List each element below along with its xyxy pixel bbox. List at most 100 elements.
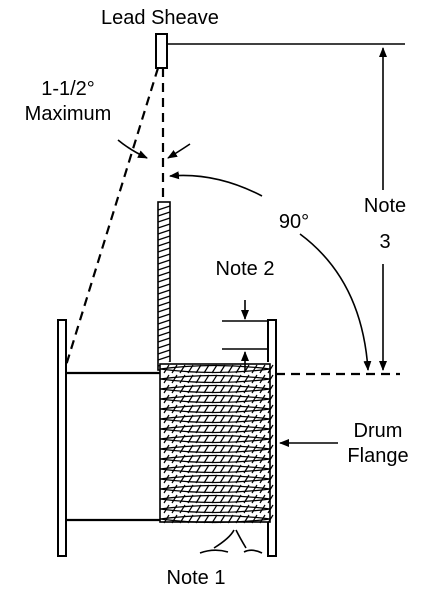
rope-strand bbox=[157, 241, 171, 247]
rope-strand bbox=[235, 494, 242, 504]
rope-strand bbox=[187, 504, 194, 514]
rope-strand bbox=[195, 444, 202, 454]
rope-strand bbox=[235, 464, 242, 474]
rope-strand bbox=[171, 504, 178, 514]
rope-strand bbox=[187, 424, 194, 434]
rope-strand bbox=[227, 434, 234, 444]
rope-strand bbox=[243, 434, 250, 444]
rope-strand bbox=[219, 484, 226, 494]
rope-strand bbox=[195, 474, 202, 484]
rope-strand bbox=[211, 494, 218, 504]
rope-strand bbox=[203, 484, 210, 494]
note-3-label-line2: 3 bbox=[379, 231, 390, 253]
rope-strand bbox=[211, 374, 218, 384]
fleet-angle-right-arrow bbox=[167, 143, 191, 159]
rope-strand bbox=[157, 235, 171, 241]
rope-strand bbox=[203, 454, 210, 464]
rope-strand bbox=[171, 394, 178, 404]
rope-strand bbox=[157, 289, 171, 295]
rope-strand bbox=[243, 504, 250, 514]
rope-wraps-outline bbox=[159, 363, 271, 523]
rope-strand bbox=[227, 414, 234, 424]
rope-strand bbox=[171, 404, 178, 414]
rope-strand bbox=[219, 444, 226, 454]
rope-strand bbox=[203, 414, 210, 424]
rope-strand bbox=[251, 364, 258, 374]
rope-strand bbox=[243, 394, 250, 404]
rope-strand bbox=[235, 424, 242, 434]
rope-strand bbox=[211, 364, 218, 374]
rope-strand bbox=[251, 474, 258, 484]
rope-strand bbox=[259, 374, 266, 384]
rope-strand bbox=[251, 414, 258, 424]
drum-flange-label-line2: Flange bbox=[347, 445, 408, 467]
rope-strand bbox=[243, 454, 250, 464]
rope-strand bbox=[163, 404, 170, 414]
rope-strand bbox=[235, 404, 242, 414]
rope-strand bbox=[227, 444, 234, 454]
rope-strand bbox=[195, 464, 202, 474]
rope-strand bbox=[171, 384, 178, 394]
rope-strand bbox=[203, 474, 210, 484]
rope-strand bbox=[243, 494, 250, 504]
rope-strand bbox=[179, 414, 186, 424]
rope-strand bbox=[187, 494, 194, 504]
rope-strand bbox=[259, 484, 266, 494]
rope-strand bbox=[187, 364, 194, 374]
rope-strand bbox=[179, 444, 186, 454]
rope-strand bbox=[251, 394, 258, 404]
rope-lead-line bbox=[157, 201, 171, 371]
rope-strand bbox=[171, 474, 178, 484]
rope-strand bbox=[227, 454, 234, 464]
rope-strand bbox=[235, 484, 242, 494]
lead-sheave-label: Lead Sheave bbox=[101, 7, 219, 29]
rope-strand bbox=[219, 414, 226, 424]
rope-strand bbox=[203, 404, 210, 414]
rope-strand bbox=[203, 394, 210, 404]
rope-strand bbox=[163, 374, 170, 384]
right-angle-arc-upper bbox=[169, 171, 263, 197]
rope-strand bbox=[211, 394, 218, 404]
rope-strand bbox=[219, 454, 226, 464]
rope-strand bbox=[211, 444, 218, 454]
rope-strand bbox=[195, 494, 202, 504]
rope-strand bbox=[227, 404, 234, 414]
rope-strand bbox=[211, 464, 218, 474]
rope-strand bbox=[235, 384, 242, 394]
rope-strand bbox=[243, 374, 250, 384]
rope-strand bbox=[171, 414, 178, 424]
rope-strand bbox=[157, 307, 171, 313]
rope-strand bbox=[187, 394, 194, 404]
rope-strand bbox=[259, 394, 266, 404]
rope-strand bbox=[235, 394, 242, 404]
rope-strand bbox=[157, 283, 171, 289]
rope-strand bbox=[163, 484, 170, 494]
rope-strand bbox=[187, 464, 194, 474]
rope-strand bbox=[157, 325, 171, 331]
rope-strand bbox=[195, 364, 202, 374]
rope-strand bbox=[227, 364, 234, 374]
note-1-label: Note 1 bbox=[167, 567, 226, 589]
rope-strand bbox=[179, 374, 186, 384]
fleet-angle-left-arrow bbox=[117, 139, 148, 159]
rope-strand bbox=[195, 404, 202, 414]
rope-strand bbox=[211, 484, 218, 494]
rope-strand bbox=[163, 394, 170, 404]
rope-strand bbox=[203, 464, 210, 474]
right-angle-arc-lower bbox=[299, 233, 372, 371]
rope-strand bbox=[187, 474, 194, 484]
rope-strand bbox=[227, 374, 234, 384]
rope-strand bbox=[187, 414, 194, 424]
rope-strand bbox=[203, 444, 210, 454]
rope-strand bbox=[163, 454, 170, 464]
rope-strand bbox=[187, 404, 194, 414]
rope-strand bbox=[163, 494, 170, 504]
rope-strand bbox=[211, 474, 218, 484]
rope-strand bbox=[211, 384, 218, 394]
drum-flange-label-line1: Drum bbox=[354, 420, 403, 442]
rope-strand bbox=[157, 247, 171, 253]
rope-strand bbox=[171, 444, 178, 454]
rope-strand bbox=[251, 374, 258, 384]
rope-strand bbox=[235, 434, 242, 444]
